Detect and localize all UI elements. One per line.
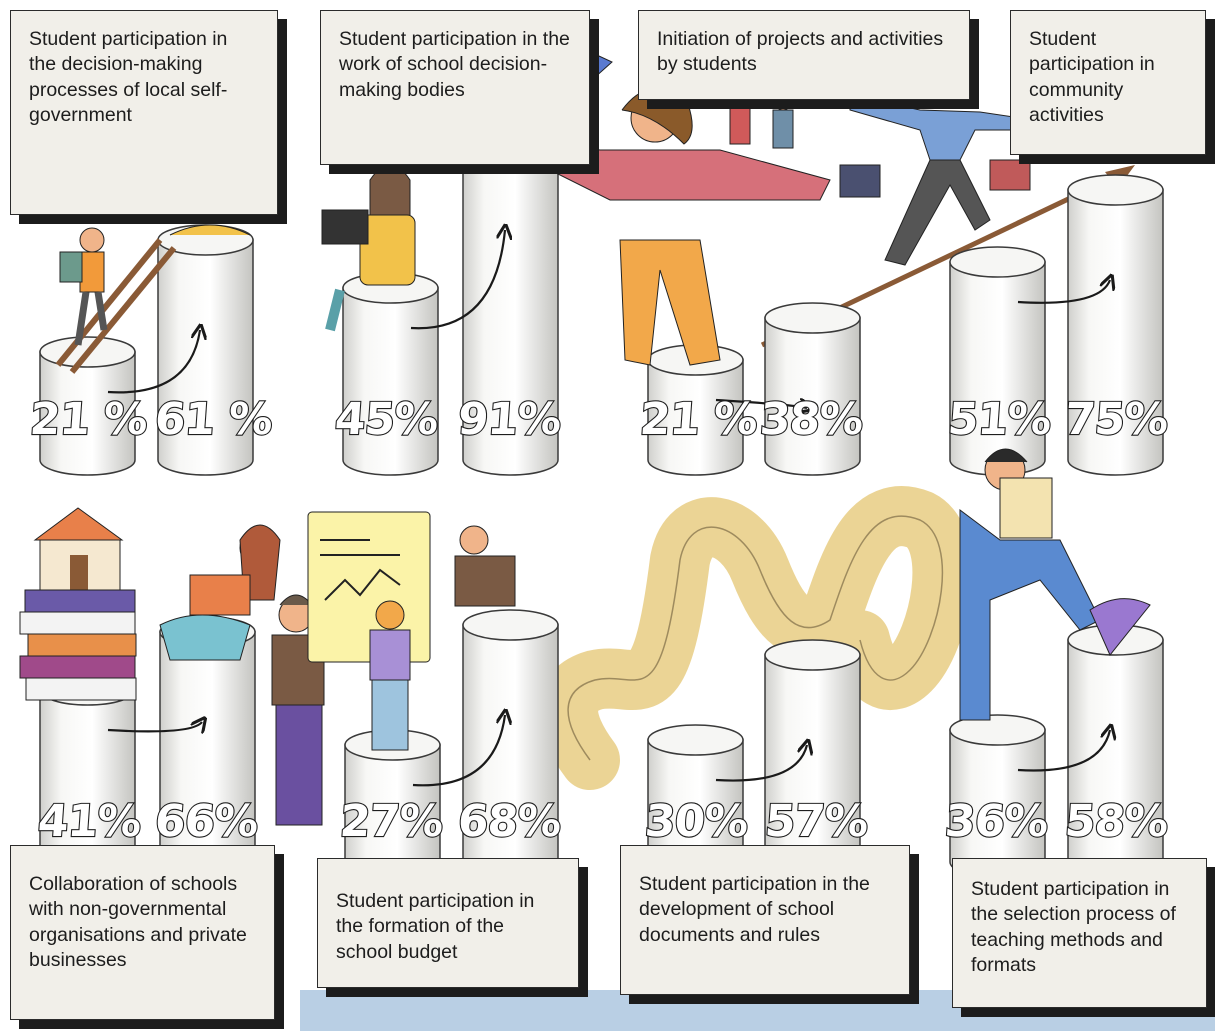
label-text: Student participation in the formation o…	[336, 890, 535, 963]
pct-before-top-3: 21 %	[637, 393, 759, 446]
growth-arrow-bottom-4	[1017, 730, 1110, 772]
growth-arrow-top-3	[715, 400, 807, 408]
cylinder-after-top-4	[1067, 174, 1164, 476]
growth-arrow-top-4	[1017, 280, 1110, 304]
pct-after-top-4: 75%	[1062, 393, 1170, 446]
label-card-top-2: Student participation in the work of sch…	[320, 10, 590, 165]
pct-before-top-1: 21 %	[27, 393, 149, 446]
student-headphones-figure	[159, 524, 281, 661]
pct-after-bottom-4: 58%	[1062, 795, 1170, 848]
growth-arrow-top-1	[107, 330, 200, 394]
label-text: Student participation in the development…	[639, 873, 870, 946]
label-text: Student participation in community activ…	[1029, 28, 1155, 127]
label-card-top-3: Initiation of projects and activities by…	[638, 10, 970, 100]
pct-after-top-2: 91%	[455, 393, 563, 446]
growth-arrow-top-2	[410, 230, 505, 330]
label-text: Student participation in the selection p…	[971, 878, 1176, 977]
reading-student-figure	[959, 448, 1151, 721]
cylinder-before-top-4	[949, 246, 1046, 476]
pct-before-top-4: 51%	[945, 393, 1053, 446]
document-scroll	[538, 486, 973, 790]
climbing-student-figure	[55, 227, 177, 374]
cylinder-after-bottom-3	[764, 639, 861, 878]
pct-before-bottom-3: 30%	[642, 795, 750, 848]
label-text: Collaboration of schools with non-govern…	[29, 873, 247, 972]
label-text: Student participation in the work of sch…	[339, 28, 570, 101]
pct-after-bottom-1: 66%	[152, 795, 260, 848]
pct-before-top-2: 45%	[332, 393, 440, 446]
pct-before-bottom-1: 41%	[35, 795, 143, 848]
label-text: Student participation in the decision-ma…	[29, 28, 228, 127]
books-stack-icon	[19, 589, 137, 701]
label-card-bottom-1: Collaboration of schools with non-govern…	[10, 845, 275, 1020]
school-building-icon	[33, 507, 124, 591]
label-text: Initiation of projects and activities by…	[657, 28, 944, 76]
label-card-top-4: Student participation in community activ…	[1010, 10, 1206, 155]
pct-after-bottom-2: 68%	[455, 795, 563, 848]
growth-arrow-bottom-3	[715, 745, 807, 782]
pct-before-bottom-2: 27%	[337, 795, 445, 848]
cylinder-after-top-3	[764, 302, 861, 476]
growth-arrow-bottom-1	[107, 722, 202, 731]
pct-after-top-1: 61 %	[152, 393, 274, 446]
pct-after-bottom-3: 57%	[762, 795, 870, 848]
teacher-figure	[271, 594, 325, 826]
label-card-bottom-2: Student participation in the formation o…	[317, 858, 579, 988]
laptop-student-figure	[321, 164, 416, 332]
pct-before-bottom-4: 36%	[942, 795, 1050, 848]
students-at-board-figures	[369, 525, 516, 751]
label-card-top-1: Student participation in the decision-ma…	[10, 10, 278, 215]
pct-after-top-3: 38%	[757, 393, 865, 446]
label-card-bottom-4: Student participation in the selection p…	[952, 858, 1207, 1008]
growth-arrow-bottom-2	[412, 715, 505, 787]
label-card-bottom-3: Student participation in the development…	[620, 845, 910, 995]
small-figures-pair	[729, 87, 794, 149]
balancing-student-figure	[839, 72, 1031, 266]
whiteboard-chart-icon	[307, 511, 431, 663]
cylinder-after-bottom-2	[462, 609, 559, 878]
